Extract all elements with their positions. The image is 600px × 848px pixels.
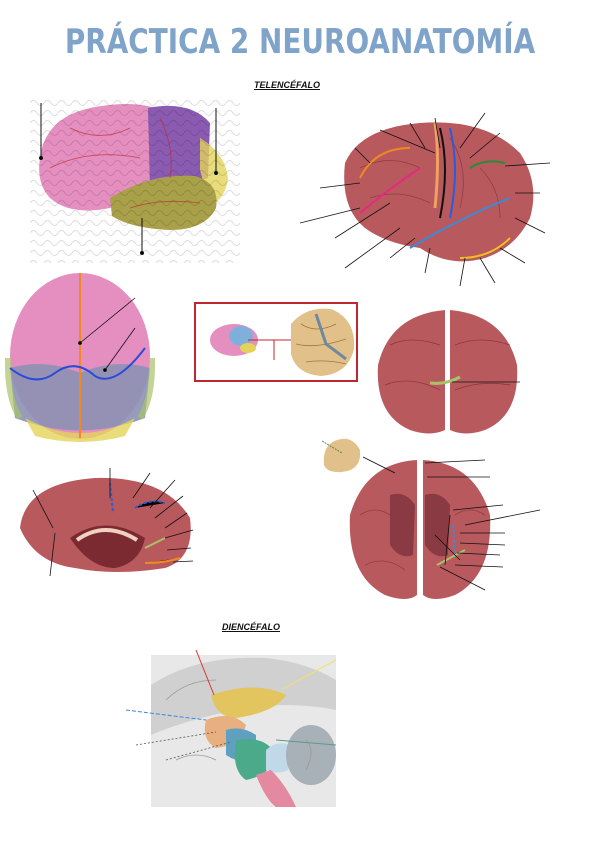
figure-inferior-view: [345, 455, 545, 605]
figure-medial-view: [15, 468, 200, 583]
figure-reference-inset: [194, 302, 358, 382]
figure-lateral-sulci: [300, 108, 555, 293]
section-heading-telencefalo: TELENCÉFALO: [254, 80, 321, 90]
section-heading-diencefalo: DIENCÉFALO: [222, 622, 281, 632]
figure-lateral-lobes: [30, 98, 240, 263]
figure-superior-view: [5, 268, 165, 443]
figure-thumb-reference: [322, 435, 362, 473]
figure-superior-view-2: [370, 305, 530, 440]
page-title: PRÁCTICA 2 NEUROANATOMÍA: [64, 22, 536, 62]
figure-diencephalon-sagittal: [66, 640, 421, 810]
